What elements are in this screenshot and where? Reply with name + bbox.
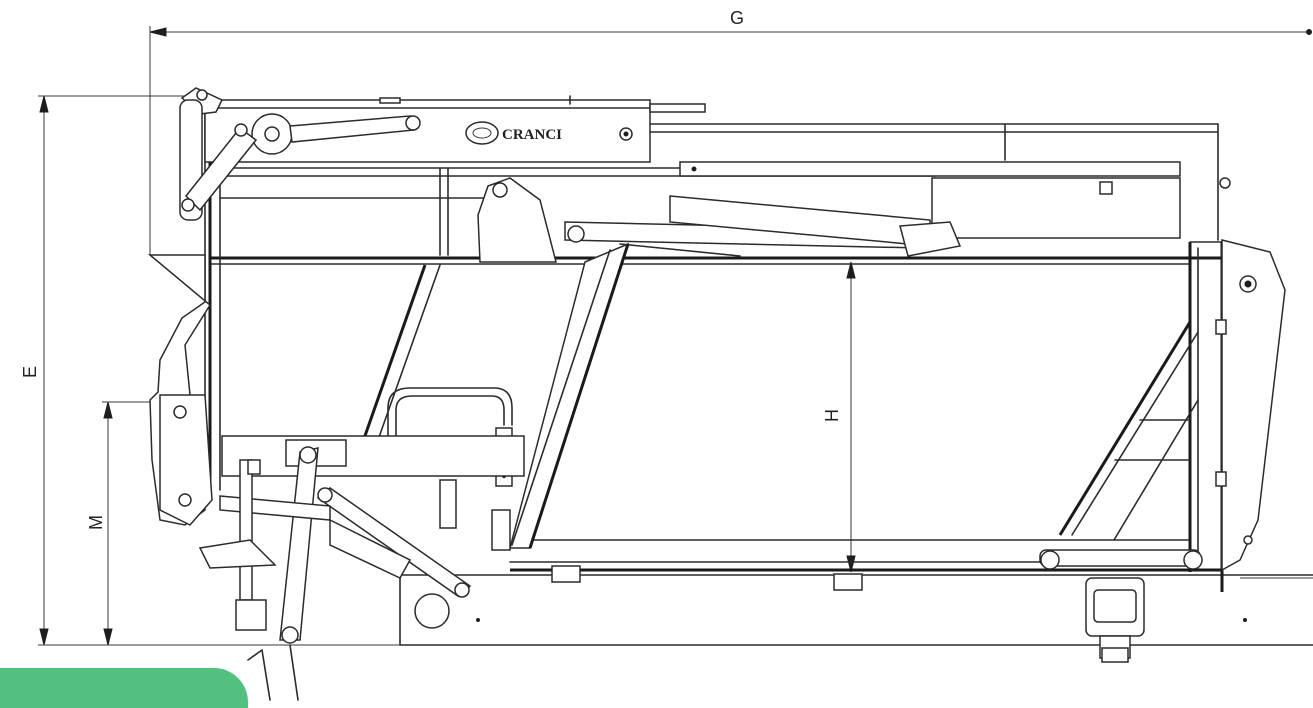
dimension-e-label: E [20,366,40,378]
dimension-h-label: H [822,409,842,422]
right-end-cap [1215,239,1286,572]
dimension-m-label: M [86,515,106,530]
bottom-rollers [551,549,1203,591]
top-left-arm [179,87,258,221]
dimension-g: G [149,8,1312,255]
lower-linkage [198,446,472,701]
left-side-plate [147,254,213,526]
logo-text: CRANCI [502,127,562,143]
green-corner-tab [0,668,248,708]
dimension-h: H [822,261,856,573]
dimension-e: E [20,95,400,646]
support-foot [1085,577,1145,663]
top-boom [204,95,1231,256]
diagonal-struts [358,242,630,549]
dimension-g-label: G [730,8,744,28]
top-hydraulic-cylinder [251,113,421,155]
cranci-logo: CRANCI [465,121,562,145]
boom-lift-cylinder [477,177,962,263]
control-box [221,435,525,551]
